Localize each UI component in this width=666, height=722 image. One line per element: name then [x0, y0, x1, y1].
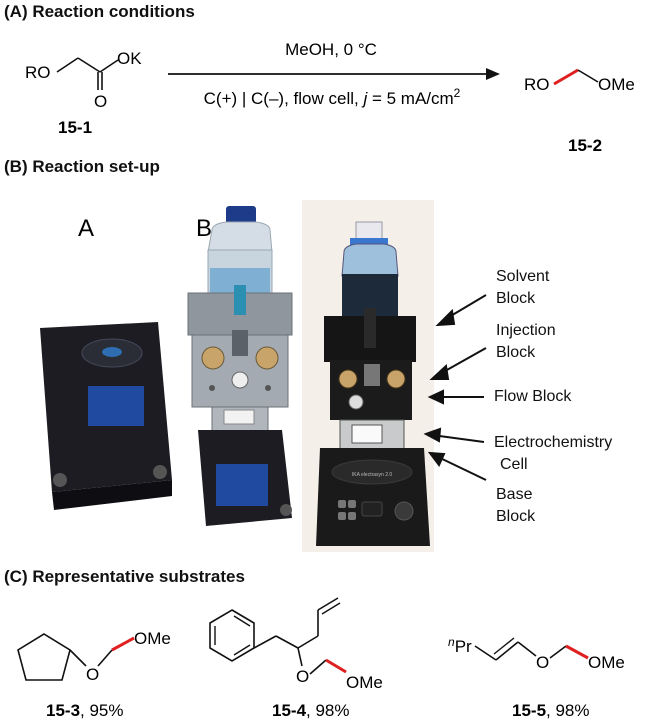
substrate-15-3-caption: 15-3, 95% [46, 701, 124, 720]
product-ome: OMe [598, 75, 635, 94]
section-a-heading: (A) Reaction conditions [4, 2, 195, 21]
section-b-heading: (B) Reaction set-up [4, 157, 160, 176]
device-logo: IKA electrasyn 2.0 [352, 472, 393, 478]
substrate-15-3-ome: OMe [134, 629, 171, 648]
substrates-scheme: O OMe 15-3, 95% O OMe 15-4, 98% nPr [17, 597, 625, 720]
device-a-base [40, 322, 172, 510]
conditions-bottom: C(+) | C(–), flow cell, j = 5 mA/cm2 [204, 86, 461, 108]
panel-label-b: B [196, 215, 212, 242]
device-b-stack [187, 206, 293, 526]
substrate-15-4-caption: 15-4, 98% [272, 701, 350, 720]
product-structure: RO OMe [524, 68, 635, 94]
new-bond-highlight [111, 636, 135, 652]
substrate-15-5-ome: OMe [588, 653, 625, 672]
substrate-15-3-structure: O OMe [17, 629, 171, 684]
conditions-top: MeOH, 0 °C [285, 40, 377, 59]
bond [577, 69, 599, 83]
substrate-15-4-o: O [296, 667, 309, 686]
new-bond-highlight [325, 658, 347, 674]
substrate-15-3-o: O [86, 665, 99, 684]
bond [99, 59, 119, 73]
bond [56, 57, 79, 73]
setup-illustration: A B C [40, 200, 487, 552]
panel-label-a: A [78, 215, 94, 242]
substrate-15-4-structure: O OMe [209, 597, 383, 692]
reaction-arrow-head [486, 68, 500, 80]
reactant-ro: RO [25, 63, 51, 82]
reactant-id: 15-1 [58, 118, 92, 137]
bond [77, 57, 101, 73]
substrate-15-5-o: O [536, 653, 549, 672]
device-c-photo: IKA electrasyn 2.0 [302, 200, 434, 552]
new-bond-highlight [553, 68, 579, 86]
section-c-heading: (C) Representative substrates [4, 567, 245, 586]
product-ro: RO [524, 75, 550, 94]
callout-arrows [423, 294, 487, 481]
substrate-15-4-ome: OMe [346, 673, 383, 692]
new-bond-highlight [565, 644, 589, 660]
substrate-15-5-caption: 15-5, 98% [512, 701, 590, 720]
label-flow-block: Flow Block [494, 388, 572, 405]
substrate-15-5-structure: nPr O OMe [448, 635, 625, 672]
reactant-carbonyl-o: O [94, 92, 107, 111]
reactant-structure: RO OK O [25, 49, 142, 111]
reactant-ok: OK [117, 49, 142, 68]
product-id: 15-2 [568, 136, 602, 155]
substrate-15-5-npr: nPr [448, 635, 472, 656]
